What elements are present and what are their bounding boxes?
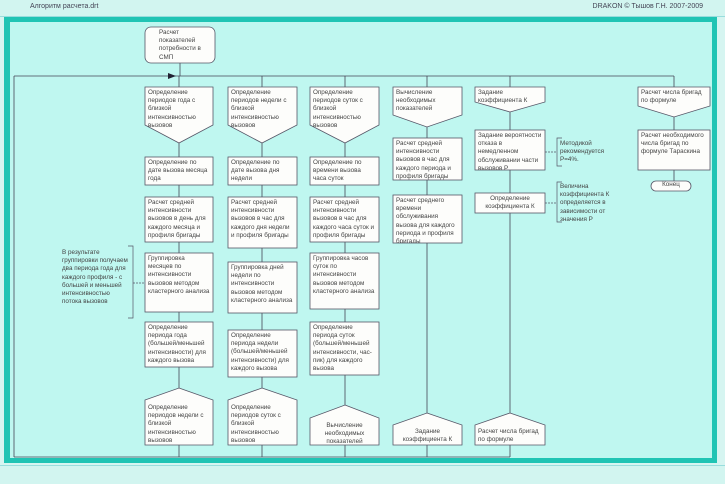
title-bar: Алгоритм расчета.drt DRAKON © Тышов Г.Н.… xyxy=(0,0,725,17)
action-box[interactable]: Задание вероятности отказа в немедленном… xyxy=(478,132,542,170)
branch-header-brigades[interactable]: Расчет числа бригад по формуле xyxy=(641,89,702,105)
branch-header-day[interactable]: Определение периодов суток с близкой инт… xyxy=(313,89,363,127)
comment-coefficient: Величина коэффициента К определяется в з… xyxy=(560,183,610,223)
loop-arrow-icon xyxy=(168,73,176,79)
comment-grouping: В результате группировки получаем два пе… xyxy=(62,249,128,306)
comment-probability: Методикой рекомендуется P=4%. xyxy=(560,140,605,164)
action-box[interactable]: Расчет средней интенсивности вызовов в ч… xyxy=(231,199,290,239)
action-box[interactable]: Расчет средней интенсивности вызовов в д… xyxy=(148,199,206,239)
branch-address[interactable]: Определение периодов суток с близкой инт… xyxy=(231,404,281,444)
action-box[interactable]: Определение периода суток (большей/меньш… xyxy=(313,324,372,373)
action-box[interactable]: Расчет средней интенсивности вызовов в ч… xyxy=(396,140,451,180)
branch-header-week[interactable]: Определение периодов недели с близкой ин… xyxy=(231,89,287,127)
branch-header-coefficient[interactable]: Задание коэффициента К xyxy=(478,89,528,105)
action-box[interactable]: Группировка месяцев по интенсивности выз… xyxy=(148,255,210,295)
end-node[interactable]: Конец xyxy=(662,181,680,188)
branch-header-year[interactable]: Определение периодов года с близкой инте… xyxy=(148,89,196,127)
branch-address[interactable]: Расчет числа бригад по формуле xyxy=(478,428,539,444)
action-box[interactable]: Определение по времени вызова часа суток xyxy=(313,159,362,183)
action-box[interactable]: Расчет среднего времени обслуживания выз… xyxy=(396,197,455,243)
action-box[interactable]: Расчет средней интенсивности вызовов в ч… xyxy=(313,199,375,239)
start-node[interactable]: Расчет показателей потребности в СМП xyxy=(159,29,201,61)
branch-address[interactable]: Определение периодов недели с близкой ин… xyxy=(148,404,204,444)
window-title: Алгоритм расчета.drt xyxy=(30,3,99,10)
action-box[interactable]: Определение периода недели (большей/мень… xyxy=(231,332,289,372)
copyright: DRAKON © Тышов Г.Н. 2007-2009 xyxy=(592,3,703,10)
action-box[interactable]: Группировка часов суток по интенсивности… xyxy=(313,255,375,295)
branch-address[interactable]: Вычисление необходимых показателей xyxy=(324,422,365,445)
action-box[interactable]: Определение по дате вызова месяца года xyxy=(148,159,208,183)
branch-header-indicators[interactable]: Вычисление необходимых показателей xyxy=(396,89,436,113)
action-box[interactable]: Определение коэффициента К xyxy=(485,195,535,211)
action-box[interactable]: Определение по дате вызова дня недели xyxy=(231,159,280,183)
status-bar xyxy=(0,465,725,484)
action-box[interactable]: Группировка дней недели по интенсивности… xyxy=(231,264,293,304)
branch-address[interactable]: Задание коэффициента К xyxy=(402,428,453,444)
action-box[interactable]: Расчет необходимого числа бригад по форм… xyxy=(641,132,704,156)
action-box[interactable]: Определение периода года (большей/меньше… xyxy=(148,324,206,364)
